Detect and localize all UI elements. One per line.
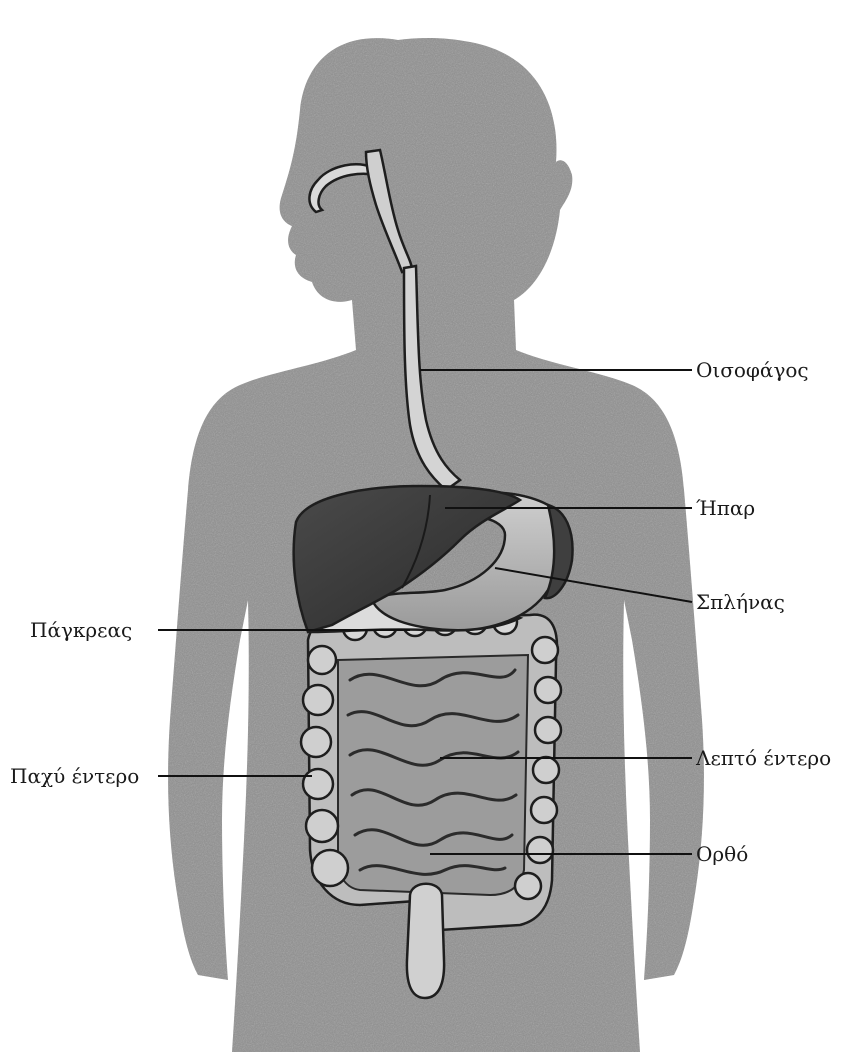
label-spleen: Σπλήνας (696, 590, 785, 614)
large-intestine-inner (338, 655, 528, 895)
label-large-intestine: Παχύ έντερο (10, 764, 139, 788)
label-rectum: Ορθό (696, 842, 748, 866)
rectum (407, 884, 444, 998)
label-liver: Ήπαρ (696, 496, 755, 520)
label-pancreas: Πάγκρεας (30, 618, 132, 642)
label-small-intestine: Λεπτό έντερο (695, 746, 831, 770)
label-esophagus: Οισοφάγος (696, 358, 809, 382)
